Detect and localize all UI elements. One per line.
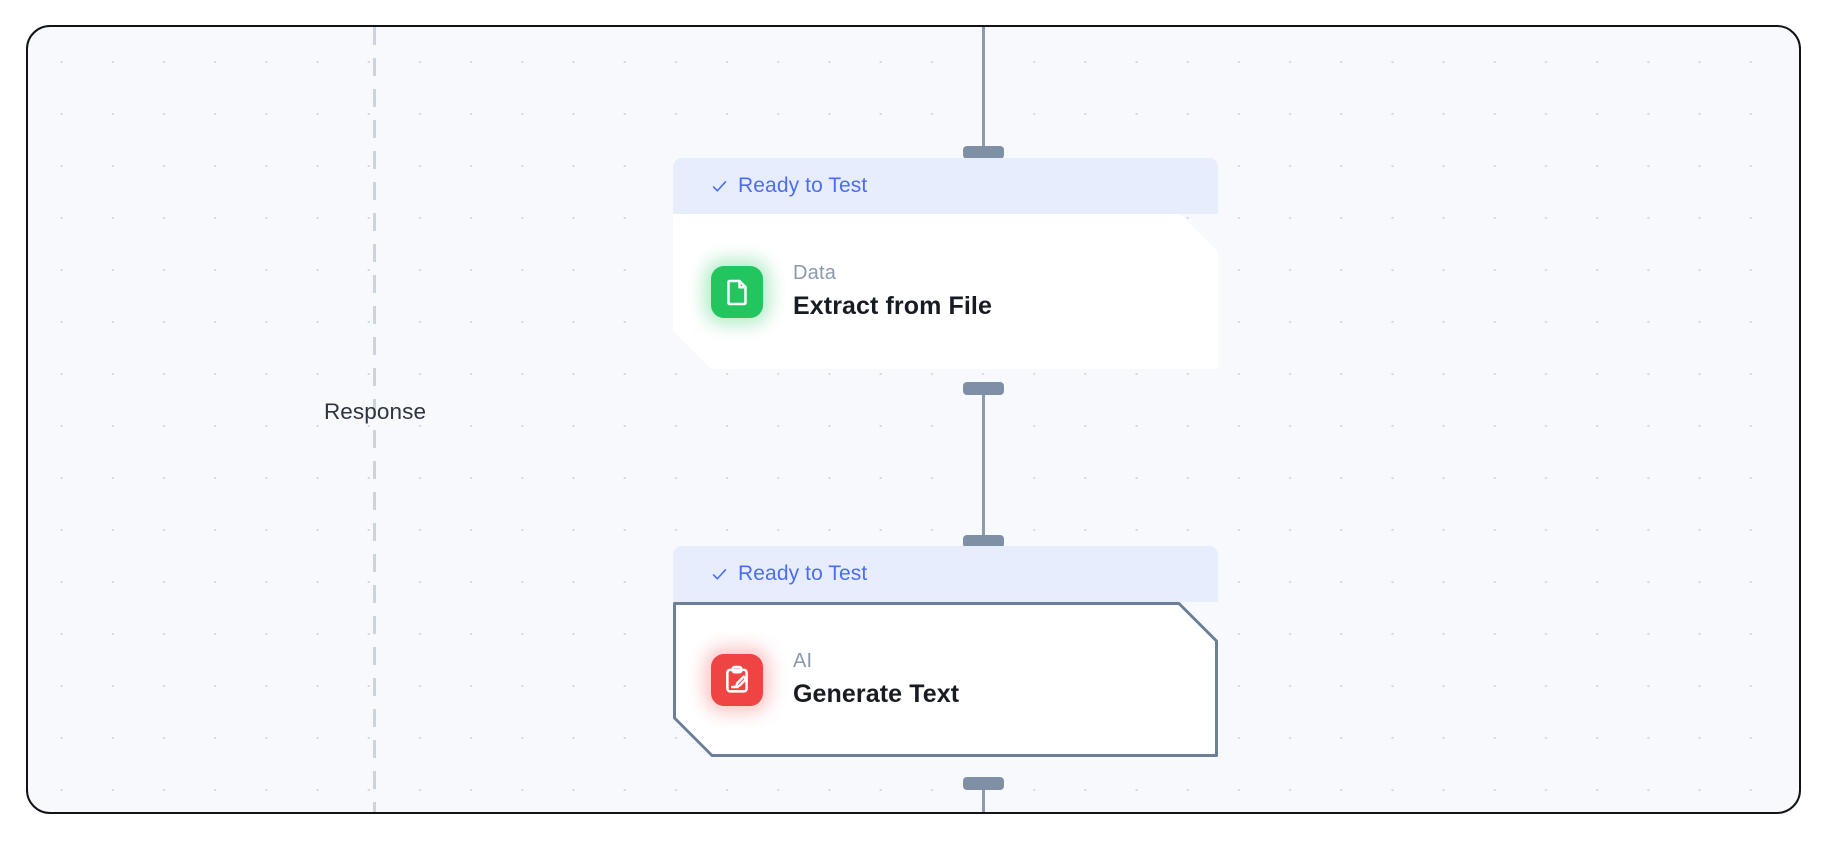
extract-output-handle[interactable]	[963, 382, 1004, 395]
check-icon	[711, 566, 728, 583]
clipboard-pencil-icon	[711, 653, 763, 706]
node-text-block: AI Generate Text	[793, 650, 959, 709]
node-generate-text[interactable]: Ready to Test AI Generate Text	[673, 546, 1218, 757]
node-title-label: Extract from File	[793, 292, 992, 320]
generate-input-handle[interactable]	[963, 535, 1004, 548]
workflow-canvas[interactable]: Response Ready to Test	[26, 25, 1801, 814]
lane-divider	[373, 27, 376, 812]
check-icon	[711, 178, 728, 195]
node-category-label: Data	[793, 262, 837, 284]
node-status-label: Ready to Test	[738, 174, 868, 197]
node-extract-from-file[interactable]: Ready to Test Data Extract from File	[673, 158, 1218, 369]
connector-extract-to-generate[interactable]	[982, 387, 985, 547]
extract-input-handle[interactable]	[963, 146, 1004, 159]
file-document-icon	[711, 265, 763, 318]
generate-output-handle[interactable]	[963, 777, 1004, 790]
connector-input-to-extract[interactable]	[982, 27, 985, 149]
node-title-label: Generate Text	[793, 680, 960, 708]
node-status-bar: Ready to Test	[673, 158, 1218, 214]
node-category-label: AI	[793, 650, 813, 672]
node-status-label: Ready to Test	[738, 562, 868, 585]
lane-label-response: Response	[323, 399, 427, 424]
node-card-body[interactable]: Data Extract from File	[673, 214, 1218, 369]
node-card-body[interactable]: AI Generate Text	[673, 602, 1218, 757]
node-status-bar: Ready to Test	[673, 546, 1218, 602]
connector-generate-to-output[interactable]	[982, 787, 985, 812]
node-text-block: Data Extract from File	[793, 262, 992, 321]
